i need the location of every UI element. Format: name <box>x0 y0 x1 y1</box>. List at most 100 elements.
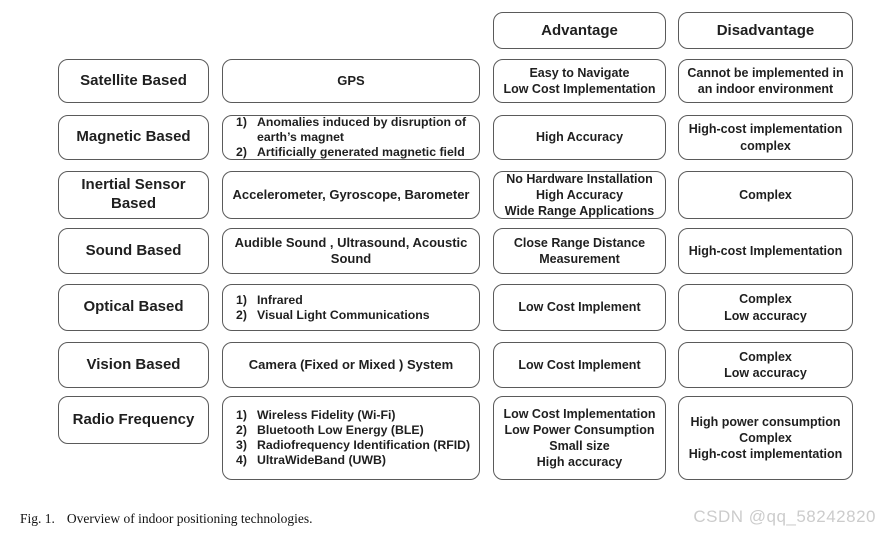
category-label: Satellite Based <box>80 71 187 89</box>
header-spacer-technology <box>222 12 480 49</box>
category-box: Sound Based <box>58 228 209 274</box>
technology-table: Advantage Disadvantage Satellite Based G… <box>58 12 853 480</box>
category-label: Inertial Sensor Based <box>81 176 186 212</box>
disadvantage-line: Low accuracy <box>724 308 807 323</box>
list-number: 2) <box>236 145 247 159</box>
disadvantage-line: Cannot be implemented in an indoor envir… <box>687 65 844 96</box>
category-box: Vision Based <box>58 342 209 388</box>
disadvantage-line: Complex <box>739 187 792 202</box>
disadvantage-line: High-cost Implementation <box>688 243 843 258</box>
advantage-line: Low Cost Implementation <box>503 82 656 96</box>
list-number: 4) <box>236 453 247 467</box>
advantage-box: High Accuracy <box>493 115 666 160</box>
technology-label: GPS <box>337 72 365 88</box>
technology-box: 1) Wireless Fidelity (Wi-Fi) 2) Bluetoot… <box>222 396 480 480</box>
category-label: Sound Based <box>85 241 182 259</box>
technology-box: Camera (Fixed or Mixed ) System <box>222 342 480 388</box>
category-label: Optical Based <box>83 298 184 316</box>
advantage-line: Wide Range Applications <box>504 204 655 219</box>
technology-box: Accelerometer, Gyroscope, Barometer <box>222 171 480 219</box>
technology-list-item: 3) Radiofrequency Identification (RFID) <box>227 438 471 453</box>
disadvantage-box: High power consumption Complex High-cost… <box>678 396 853 480</box>
list-text: UltraWideBand (UWB) <box>257 453 386 467</box>
list-number: 2) <box>236 423 247 437</box>
category-box: Optical Based <box>58 284 209 331</box>
advantage-box: Low Cost Implement <box>493 342 666 388</box>
list-number: 1) <box>236 292 247 307</box>
header-row: Advantage Disadvantage <box>58 12 853 49</box>
technology-list-item: 2) Visual Light Communications <box>227 308 471 323</box>
technology-box: 1) Anomalies induced by disruption of ea… <box>222 115 480 160</box>
advantage-box: Low Cost Implementation Low Power Consum… <box>493 396 666 480</box>
disadvantage-line: Complex <box>739 292 792 307</box>
figure-caption: Fig. 1. Overview of indoor positioning t… <box>20 511 312 527</box>
disadvantage-box: Complex Low accuracy <box>678 284 853 331</box>
row-satellite-based: Satellite Based GPS Easy to Navigate Low… <box>58 59 853 103</box>
advantage-box: Easy to Navigate Low Cost Implementation <box>493 59 666 103</box>
list-text: Wireless Fidelity (Wi-Fi) <box>257 408 396 422</box>
technology-list-item: 4) UltraWideBand (UWB) <box>227 453 471 468</box>
advantage-header-label: Advantage <box>541 21 618 39</box>
list-number: 1) <box>236 115 247 129</box>
disadvantage-line: Low accuracy <box>724 366 807 380</box>
disadvantage-box: High-cost implementation complex <box>678 115 853 160</box>
advantage-header: Advantage <box>493 12 666 49</box>
figure-caption-text: Overview of indoor positioning technolog… <box>66 511 313 526</box>
row-sound-based: Sound Based Audible Sound , Ultrasound, … <box>58 228 853 274</box>
list-number: 3) <box>236 438 247 452</box>
advantage-line: High Accuracy <box>535 187 624 202</box>
advantage-line: High accuracy <box>536 455 623 470</box>
disadvantage-box: High-cost Implementation <box>678 228 853 274</box>
category-box: Radio Frequency <box>58 396 209 444</box>
technology-list-item: 1) Infrared <box>227 293 471 308</box>
advantage-line: High Accuracy <box>535 130 624 145</box>
disadvantage-box: Complex <box>678 171 853 219</box>
advantage-line: Low Power Consumption <box>504 422 655 437</box>
technology-box: GPS <box>222 59 480 103</box>
list-text: Anomalies induced by disruption of earth… <box>257 115 467 144</box>
header-spacer-category <box>58 12 209 49</box>
list-text: Infrared <box>257 292 303 307</box>
category-box: Magnetic Based <box>58 115 209 160</box>
advantage-box: No Hardware Installation High Accuracy W… <box>493 171 666 219</box>
technology-list-item: 2) Bluetooth Low Energy (BLE) <box>227 423 471 438</box>
row-vision-based: Vision Based Camera (Fixed or Mixed ) Sy… <box>58 342 853 388</box>
advantage-line: No Hardware Installation <box>506 171 653 186</box>
technology-box: Audible Sound , Ultrasound, Acoustic Sou… <box>222 228 480 274</box>
disadvantage-line: High power consumption <box>690 414 841 429</box>
list-text: Bluetooth Low Energy (BLE) <box>257 423 424 437</box>
row-magnetic-based: Magnetic Based 1) Anomalies induced by d… <box>58 115 853 160</box>
technology-label: Camera (Fixed or Mixed ) System <box>248 356 454 372</box>
list-text: Artificially generated magnetic field <box>257 145 465 159</box>
technology-list-item: 1) Wireless Fidelity (Wi-Fi) <box>227 408 471 423</box>
technology-label: Audible Sound , Ultrasound, Acoustic Sou… <box>234 234 468 266</box>
category-label: Vision Based <box>86 355 181 373</box>
disadvantage-line: High-cost implementation <box>688 122 843 137</box>
advantage-line: Easy to Navigate <box>529 65 630 80</box>
disadvantage-line: Complex <box>739 430 792 445</box>
disadvantage-line: High-cost implementation <box>688 447 843 462</box>
disadvantage-box: Complex Low accuracy <box>678 342 853 388</box>
technology-list-item: 1) Anomalies induced by disruption of ea… <box>227 115 471 145</box>
disadvantage-box: Cannot be implemented in an indoor envir… <box>678 59 853 103</box>
advantage-box: Low Cost Implement <box>493 284 666 331</box>
advantage-line: Small size <box>549 439 610 453</box>
figure-caption-label: Fig. 1. <box>20 511 55 526</box>
list-number: 1) <box>236 408 247 422</box>
disadvantage-line: complex <box>740 138 791 153</box>
disadvantage-header: Disadvantage <box>678 12 853 49</box>
technology-box: 1) Infrared 2) Visual Light Communicatio… <box>222 284 480 331</box>
disadvantage-line: Complex <box>739 349 792 364</box>
disadvantage-header-label: Disadvantage <box>716 21 815 39</box>
category-label: Radio Frequency <box>72 410 195 428</box>
list-number: 2) <box>236 307 247 322</box>
advantage-box: Close Range Distance Measurement <box>493 228 666 274</box>
technology-list-item: 2) Artificially generated magnetic field <box>227 145 471 159</box>
row-optical-based: Optical Based 1) Infrared 2) Visual Ligh… <box>58 284 853 331</box>
csdn-watermark: CSDN @qq_58242820 <box>693 507 876 526</box>
row-inertial-sensor-based: Inertial Sensor Based Accelerometer, Gyr… <box>58 171 853 219</box>
technology-label: Accelerometer, Gyroscope, Barometer <box>232 186 470 202</box>
category-label: Magnetic Based <box>76 128 191 146</box>
advantage-line: Close Range Distance Measurement <box>513 235 646 266</box>
